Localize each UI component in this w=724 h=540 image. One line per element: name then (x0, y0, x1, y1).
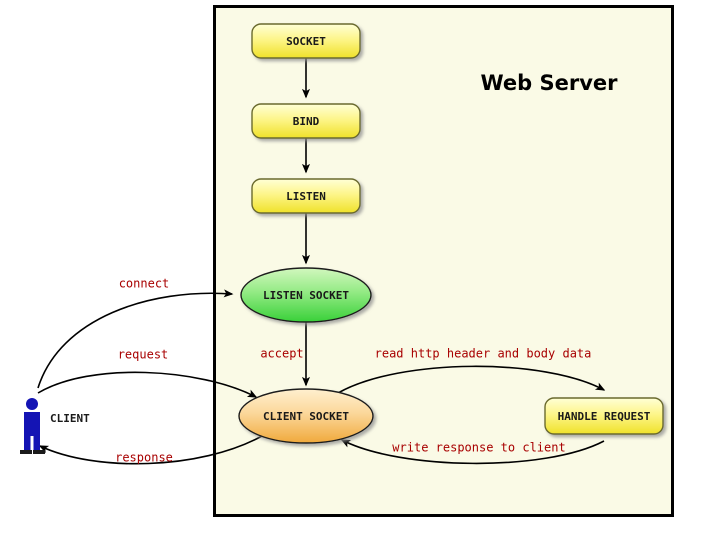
edge-connect (37, 289, 234, 389)
node-bind[interactable]: BIND (251, 103, 361, 139)
edge-label-read-http: read http header and body data (375, 347, 592, 361)
actor-client-label: CLIENT (50, 412, 90, 425)
actor-leg-left-icon (24, 436, 31, 452)
actor-foot-left-icon (20, 450, 32, 454)
node-listen-shape[interactable] (251, 178, 361, 214)
actor-foot-right-icon (33, 450, 45, 454)
node-listen-socket-shape[interactable] (240, 267, 372, 323)
actor-client[interactable]: CLIENT (20, 398, 90, 454)
edge-read-http (337, 365, 606, 394)
actor-body-icon (24, 412, 40, 436)
page-title: Web Server (480, 71, 618, 95)
edge-label-response: response (115, 451, 173, 465)
node-listen-socket[interactable]: LISTEN SOCKET (240, 267, 372, 323)
node-socket-label: SOCKET (286, 35, 326, 48)
node-client-socket-label: CLIENT SOCKET (263, 410, 349, 423)
node-bind-label: BIND (293, 115, 320, 128)
node-client-socket-shape[interactable] (238, 388, 374, 444)
node-socket-shape[interactable] (251, 23, 361, 59)
edge-write-response (340, 439, 605, 465)
node-handle-request[interactable]: HANDLE REQUEST (544, 397, 664, 435)
edge-request (37, 371, 258, 398)
node-socket[interactable]: SOCKET (251, 23, 361, 59)
node-listen[interactable]: LISTEN (251, 178, 361, 214)
edge-response (38, 435, 263, 465)
actor-head-icon (26, 398, 38, 410)
edge-label-request: request (118, 348, 169, 362)
edge-label-accept: accept (260, 347, 303, 361)
node-client-socket[interactable]: CLIENT SOCKET (238, 388, 374, 444)
node-listen-label: LISTEN (286, 190, 326, 203)
node-listen-socket-label: LISTEN SOCKET (263, 289, 349, 302)
node-handle-request-shape[interactable] (544, 397, 664, 435)
edge-label-write-response: write response to client (392, 441, 565, 455)
node-handle-request-label: HANDLE REQUEST (558, 410, 651, 423)
actor-leg-right-icon (33, 436, 40, 452)
edge-label-connect: connect (119, 277, 170, 291)
node-bind-shape[interactable] (251, 103, 361, 139)
